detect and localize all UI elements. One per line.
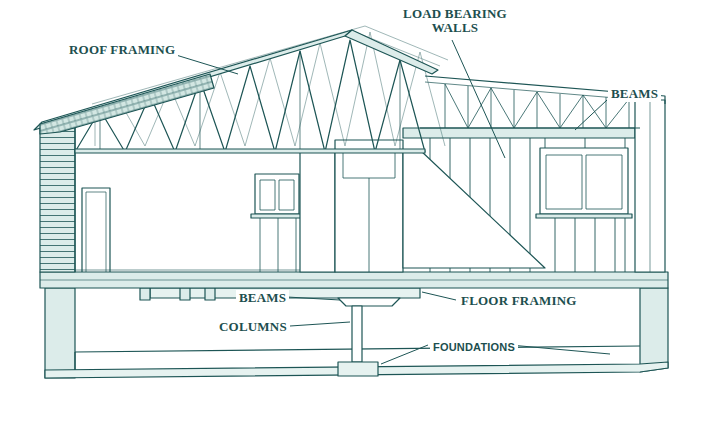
part-label: FOUNDATIONS xyxy=(430,339,518,355)
part-label: COLUMNS xyxy=(216,319,290,335)
part-label: FLOOR FRAMING xyxy=(458,293,580,309)
part-label: ROOF FRAMING xyxy=(66,42,178,58)
part-label: BEAMS xyxy=(608,86,661,102)
part-label: LOAD BEARING WALLS xyxy=(400,6,510,36)
part-label: BEAMS xyxy=(236,290,289,306)
